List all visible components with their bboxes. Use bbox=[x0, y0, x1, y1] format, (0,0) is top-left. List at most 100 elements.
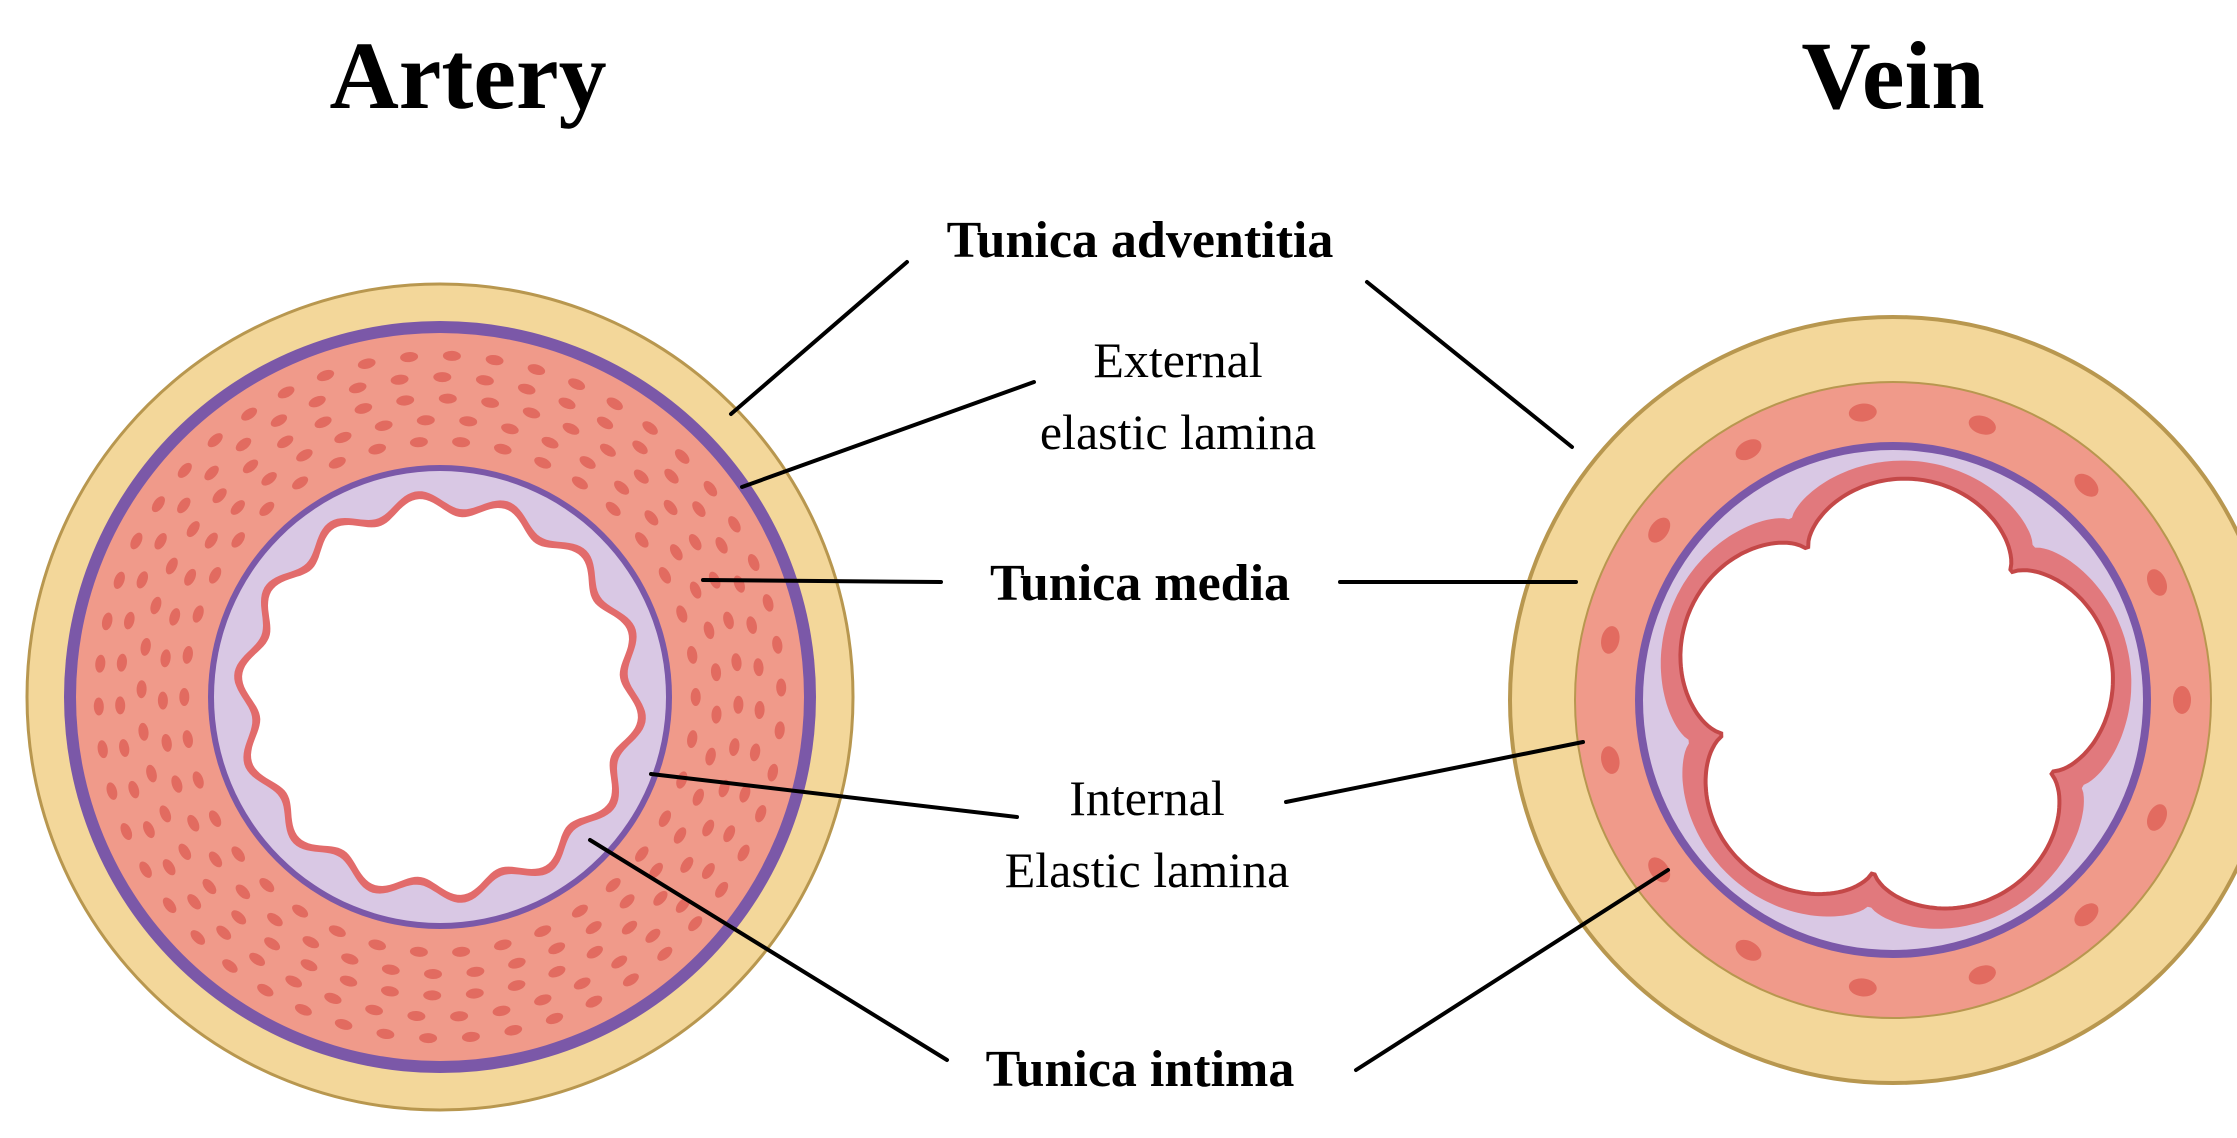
media-cell bbox=[230, 500, 245, 515]
media-cell bbox=[186, 521, 200, 538]
media-cell bbox=[541, 436, 559, 449]
media-cell bbox=[277, 435, 294, 449]
media-cell bbox=[222, 959, 238, 973]
media-cell bbox=[261, 471, 277, 486]
media-cell bbox=[292, 476, 309, 490]
media-cell bbox=[2074, 903, 2099, 927]
media-cell bbox=[635, 532, 649, 548]
media-cell bbox=[711, 705, 722, 724]
media-cell bbox=[119, 739, 130, 757]
media-cell bbox=[151, 496, 165, 513]
media-cell bbox=[545, 1012, 564, 1025]
media-cell bbox=[466, 966, 485, 977]
artery-title: Artery bbox=[329, 22, 606, 129]
media-cell bbox=[776, 678, 787, 697]
media-cell bbox=[157, 691, 168, 710]
media-cell bbox=[747, 553, 760, 572]
artery-cross-section bbox=[25, 282, 855, 1112]
media-cell bbox=[2173, 686, 2191, 714]
media-cell bbox=[1968, 965, 1996, 985]
label-tunica-adventitia: Tunica adventitia bbox=[947, 212, 1334, 269]
media-cell bbox=[710, 663, 722, 682]
vein-title: Vein bbox=[1801, 22, 1984, 129]
media-cell bbox=[120, 822, 133, 841]
media-cell bbox=[548, 942, 566, 955]
media-cell bbox=[264, 937, 281, 951]
media-cell bbox=[235, 884, 251, 900]
media-cell bbox=[160, 649, 171, 668]
media-cell bbox=[400, 352, 419, 363]
media-cell bbox=[182, 645, 193, 664]
media-cell bbox=[664, 468, 679, 484]
media-cell bbox=[508, 957, 526, 969]
leader-intima-artery bbox=[588, 838, 949, 1062]
media-cell bbox=[159, 805, 172, 823]
media-cell bbox=[165, 557, 178, 575]
media-cell bbox=[571, 476, 588, 490]
label-internal-line1: Internal bbox=[1069, 770, 1224, 826]
media-cell bbox=[187, 814, 200, 832]
media-cell bbox=[690, 688, 701, 706]
media-cell bbox=[737, 844, 750, 862]
media-cell bbox=[669, 544, 683, 561]
media-cell bbox=[475, 375, 494, 386]
media-cell bbox=[767, 763, 779, 782]
media-cell bbox=[485, 354, 504, 366]
media-cell bbox=[493, 443, 512, 455]
media-cell bbox=[585, 995, 603, 1008]
media-cell bbox=[687, 730, 698, 749]
media-cell bbox=[208, 810, 222, 827]
media-cell bbox=[504, 1025, 523, 1036]
media-cell bbox=[438, 393, 457, 404]
label-tunica-intima: Tunica intima bbox=[986, 1041, 1295, 1098]
media-cell bbox=[171, 775, 183, 793]
media-cell bbox=[649, 862, 663, 879]
media-cell bbox=[202, 878, 217, 895]
media-cell bbox=[522, 407, 541, 419]
media-cell bbox=[368, 939, 387, 951]
media-cell bbox=[328, 456, 346, 469]
media-cell bbox=[1601, 746, 1620, 774]
media-cell bbox=[442, 350, 461, 361]
media-cell bbox=[772, 635, 783, 654]
media-cell bbox=[354, 403, 373, 414]
media-cell bbox=[136, 680, 147, 699]
media-cell bbox=[365, 1004, 383, 1016]
media-cell bbox=[605, 501, 621, 517]
label-external-line2: elastic lamina bbox=[1040, 404, 1316, 460]
media-cell bbox=[558, 397, 576, 410]
media-cell bbox=[571, 904, 588, 918]
media-cell bbox=[339, 975, 358, 987]
media-cell bbox=[461, 1031, 480, 1042]
media-cell bbox=[300, 959, 318, 972]
media-cell bbox=[774, 721, 785, 740]
media-cell bbox=[729, 738, 740, 757]
media-cell bbox=[204, 465, 219, 481]
media-cell bbox=[324, 992, 342, 1004]
leader-external-elastic-lamina bbox=[740, 380, 1036, 489]
media-cell bbox=[409, 946, 428, 957]
media-cell bbox=[642, 421, 658, 435]
media-cell bbox=[676, 605, 688, 623]
media-cell bbox=[754, 701, 765, 719]
media-cell bbox=[517, 383, 536, 395]
media-cell bbox=[2146, 569, 2168, 596]
media-cell bbox=[611, 955, 628, 969]
media-cell bbox=[621, 920, 638, 935]
media-cell bbox=[143, 821, 155, 839]
media-cell bbox=[390, 374, 409, 385]
media-cell bbox=[177, 497, 191, 514]
media-cell bbox=[192, 771, 204, 789]
media-cell bbox=[658, 567, 672, 584]
media-cell bbox=[746, 616, 757, 634]
media-cell bbox=[749, 743, 761, 762]
media-cell bbox=[534, 925, 552, 938]
media-cell bbox=[235, 437, 252, 452]
media-cell bbox=[596, 416, 614, 430]
media-cell bbox=[632, 440, 648, 455]
media-cell bbox=[424, 968, 442, 980]
vein-cross-section bbox=[1508, 315, 2237, 1085]
media-cell bbox=[316, 369, 335, 382]
media-cell bbox=[182, 730, 193, 749]
media-cell bbox=[1848, 403, 1877, 422]
